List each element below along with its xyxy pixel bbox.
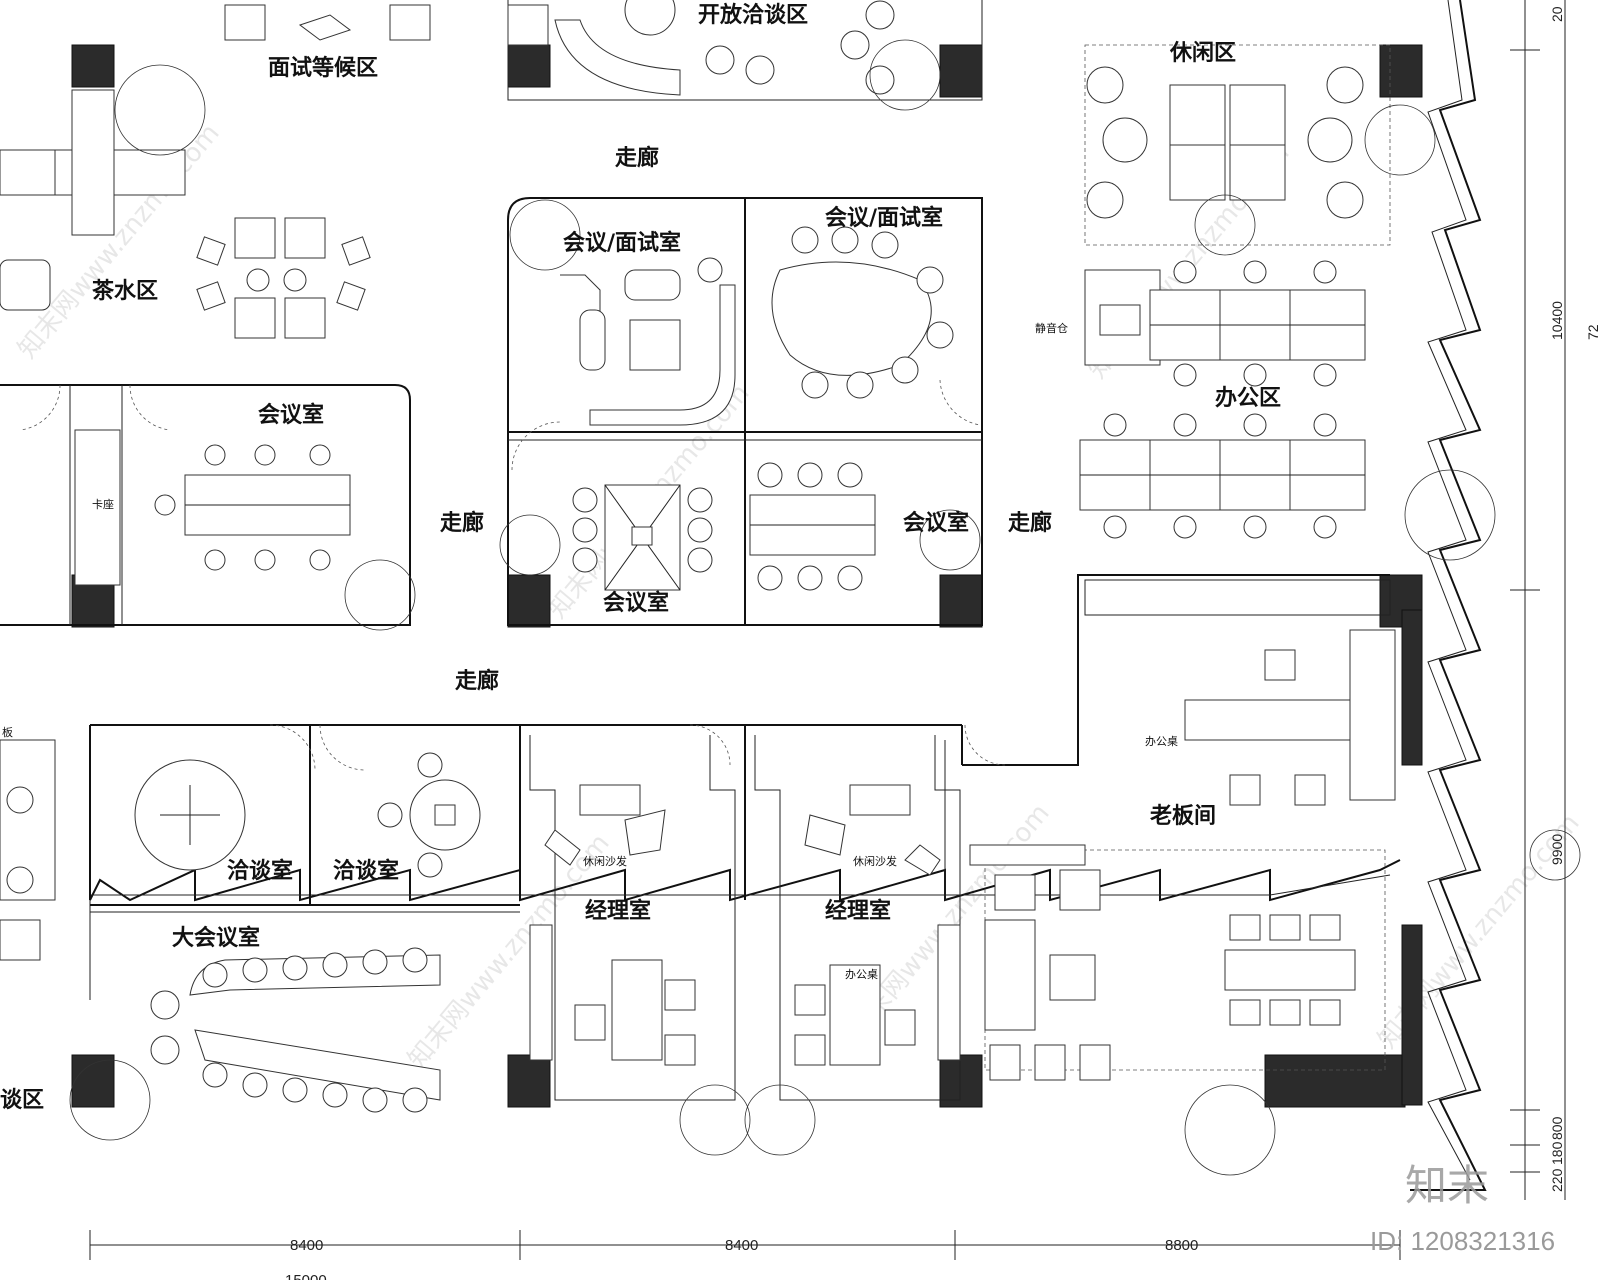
label-tea: 茶水区 — [92, 279, 158, 304]
dimension-text: 8400 8400 8800 15000 10400 9900 800 180 … — [285, 6, 1600, 1280]
label-boss-desk: 办公桌 — [1145, 735, 1178, 748]
label-leisure: 休闲区 — [1169, 41, 1236, 66]
plant-icon — [679, 1084, 751, 1156]
label-negotiation-1: 洽谈室 — [227, 858, 293, 884]
label-meeting-interview-2: 会议/面试室 — [825, 205, 943, 231]
outer-walls — [89, 0, 1487, 1191]
label-interview-waiting: 面试等候区 — [268, 55, 378, 81]
brand-watermark: 知末 ID: 1208321316 — [1370, 1161, 1555, 1256]
dim-bottom-2: 8400 — [725, 1237, 758, 1254]
doors — [19, 379, 1006, 771]
plant-icon — [1184, 1084, 1276, 1176]
label-corridor-right: 走廊 — [1008, 510, 1052, 536]
label-talk-area-fragment: 谈区 — [0, 1088, 44, 1113]
label-quiet-pod: 静音仓 — [1035, 321, 1068, 335]
column — [71, 1054, 115, 1108]
dim-right-3: 800 — [1549, 1116, 1565, 1140]
plant-icon — [869, 39, 941, 111]
dim-right-1: 10400 — [1549, 301, 1565, 340]
label-meeting-center: 会议室 — [603, 590, 669, 616]
label-lounge-sofa-1: 休闲沙发 — [583, 854, 627, 868]
dim-right-2: 9900 — [1549, 834, 1565, 865]
room-labels: 面试等候区 开放洽谈区 休闲区 走廊 会议/面试室 会议/面试室 茶水区 会议室… — [0, 2, 1281, 1113]
dim-bottom-partial: 15000 — [285, 1272, 327, 1280]
column — [507, 44, 551, 88]
column — [1379, 44, 1423, 98]
label-board-fragment: 板 — [2, 725, 13, 739]
label-meeting-right: 会议室 — [903, 510, 969, 536]
column — [939, 44, 983, 98]
label-meeting-interview-1: 会议/面试室 — [563, 230, 681, 256]
plant-icon — [509, 199, 581, 271]
column — [1264, 1054, 1406, 1108]
label-corridor-left: 走廊 — [440, 510, 484, 536]
column — [1401, 924, 1423, 1106]
plant-icon — [744, 1084, 816, 1156]
label-booth: 卡座 — [92, 497, 114, 511]
column — [939, 1054, 983, 1108]
column — [71, 44, 115, 88]
plant-icon — [1529, 829, 1581, 881]
label-open-talk: 开放洽谈区 — [698, 2, 808, 28]
label-lounge-sofa-2: 休闲沙发 — [853, 854, 897, 868]
brand-logo-text: 知末 — [1405, 1161, 1489, 1210]
plant-icon — [1194, 194, 1256, 256]
dimension-lines — [89, 0, 1566, 1260]
dim-right-4: 180 — [1549, 1141, 1565, 1165]
partitions — [0, 0, 1391, 1101]
plant-icon — [114, 64, 206, 156]
furniture — [0, 0, 1396, 1113]
column — [939, 574, 983, 628]
label-manager-1: 经理室 — [585, 898, 651, 924]
image-id: ID: 1208321316 — [1370, 1226, 1555, 1256]
label-office-area: 办公区 — [1215, 386, 1281, 411]
label-manager-desk: 办公桌 — [845, 968, 878, 981]
plant-icon — [499, 514, 561, 576]
label-boss: 老板间 — [1149, 804, 1216, 829]
dim-right-5: 220 — [1549, 1168, 1565, 1192]
column — [507, 1054, 551, 1108]
column — [1401, 609, 1423, 766]
label-big-meeting: 大会议室 — [172, 925, 260, 951]
label-negotiation-2: 洽谈室 — [333, 858, 399, 884]
plant-icon — [344, 559, 416, 631]
plant-icon — [1404, 469, 1496, 561]
plant-icon — [1364, 104, 1436, 176]
dim-bottom-3: 8800 — [1165, 1237, 1198, 1254]
label-manager-2: 经理室 — [825, 898, 891, 924]
label-corridor-lower: 走廊 — [455, 668, 499, 694]
dim-right-partial-top: 20 — [1549, 6, 1565, 22]
dim-bottom-1: 8400 — [290, 1237, 323, 1254]
plant-icon — [919, 509, 981, 571]
plant-icon — [69, 1059, 151, 1141]
plants — [69, 39, 1581, 1176]
dim-right-partial-mid: 72 — [1585, 324, 1600, 340]
label-meeting-left: 会议室 — [258, 402, 324, 428]
column — [507, 574, 551, 628]
label-corridor: 走廊 — [615, 145, 659, 171]
columns — [71, 44, 1423, 1108]
